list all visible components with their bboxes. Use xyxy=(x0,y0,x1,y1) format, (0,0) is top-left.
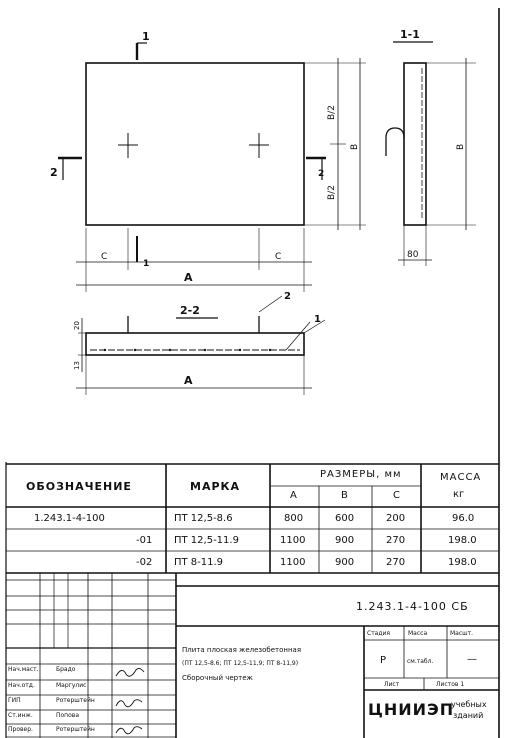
row-1-mark: ПТ 12,5-11.9 xyxy=(174,535,239,546)
doc-code: 1.243.1-4-100 СБ xyxy=(356,600,469,613)
row-1-a: 1100 xyxy=(280,535,306,546)
sheets-label: Листов 1 xyxy=(436,681,465,688)
stage-label: Стадия xyxy=(367,630,391,637)
title-line-3: Сборочный чертеж xyxy=(182,674,253,682)
cut-1-label: 1 xyxy=(142,30,150,43)
scale-label: Масшт. xyxy=(450,630,474,637)
mass-value: см.табл. xyxy=(407,658,434,665)
row-2-c: 270 xyxy=(386,557,406,568)
row-0-designation: 1.243.1-4-100 xyxy=(34,513,105,524)
sheet-label: Лист xyxy=(384,681,400,688)
signature-role-0: Нач.маст. xyxy=(8,666,39,673)
leader-line-1 xyxy=(285,321,311,351)
dim-b-label: B xyxy=(350,144,360,150)
leader-2-label: 2 xyxy=(284,291,291,302)
signature-name-3: Попова xyxy=(56,712,79,719)
row-2-mass: 198.0 xyxy=(448,557,477,568)
header-col-b: В xyxy=(341,490,348,501)
org-logo: ЦНИИЭП xyxy=(368,700,455,719)
row-1-designation: -01 xyxy=(136,535,153,546)
lifting-loop-mark-left xyxy=(118,133,138,158)
rebar-dots xyxy=(103,348,272,352)
signature-role-3: Ст.инж. xyxy=(8,712,33,719)
leader-line-2 xyxy=(258,295,283,313)
row-0-b: 600 xyxy=(335,513,355,524)
dim-c-right-label: C xyxy=(275,252,281,262)
row-2-mark: ПТ 8-11.9 xyxy=(174,557,224,568)
signature-name-0: Брадо xyxy=(56,666,76,673)
org-name-line-1: учебных xyxy=(451,700,487,709)
row-2-a: 1100 xyxy=(280,557,306,568)
dim-13-label: 13 xyxy=(73,361,81,370)
section-1-1-outline xyxy=(403,62,427,226)
leader-1-label: 1 xyxy=(314,314,321,325)
title-block-grid xyxy=(6,573,499,738)
signature-name-2: Ротерштейн xyxy=(56,697,95,704)
row-1-c: 270 xyxy=(386,535,406,546)
header-mass-unit: кг xyxy=(453,489,465,500)
dim-b-half-top-label: B/2 xyxy=(327,105,337,120)
lifting-loop-mark-right xyxy=(249,133,269,158)
dim-20-label: 20 xyxy=(73,321,81,330)
row-0-mass: 96.0 xyxy=(452,513,475,524)
dim-80-label: 80 xyxy=(407,250,419,260)
dim-a-plan-label: A xyxy=(184,271,193,284)
row-2-b: 900 xyxy=(335,557,355,568)
row-0-mark: ПТ 12,5-8.6 xyxy=(174,513,233,524)
plate-plan-outline xyxy=(85,62,305,226)
cut-2-right-label: 2 xyxy=(318,169,324,179)
header-sizes: РАЗМЕРЫ, мм xyxy=(320,469,402,480)
row-2-designation: -02 xyxy=(136,557,153,568)
signature-scribble-1 xyxy=(115,667,145,677)
signature-name-1: Маргулис xyxy=(56,682,87,689)
org-name-line-2: зданий xyxy=(453,711,484,720)
row-0-c: 200 xyxy=(386,513,406,524)
lifting-loop-section-1-1 xyxy=(385,127,405,156)
row-1-mass: 198.0 xyxy=(448,535,477,546)
cut-1-bottom-label: 1 xyxy=(143,259,149,269)
section-1-1-label: 1-1 xyxy=(400,28,420,41)
scale-value: — xyxy=(467,654,477,665)
signature-role-2: ГИП xyxy=(8,697,21,704)
mass-label: Масса xyxy=(408,630,428,637)
signature-scribble-2 xyxy=(115,699,143,708)
row-0-a: 800 xyxy=(284,513,304,524)
header-mark: МАРКА xyxy=(190,480,241,493)
header-designation: ОБОЗНАЧЕНИЕ xyxy=(26,480,132,493)
section-2-2-label: 2-2 xyxy=(180,304,200,317)
cut-2-left-label: 2 xyxy=(50,166,58,179)
stage-value: Р xyxy=(380,655,387,666)
dim-b-section-label: B xyxy=(456,144,466,150)
signature-name-4: Ротерштейн xyxy=(56,726,95,733)
header-col-a: А xyxy=(290,490,297,501)
dim-a-section-label: A xyxy=(184,374,193,387)
section-2-2-outline xyxy=(85,332,305,356)
header-mass: МАССА xyxy=(440,472,482,483)
dim-c-left-label: C xyxy=(101,252,107,262)
signature-scribble-3 xyxy=(115,726,143,735)
dim-b-half-bottom-label: B/2 xyxy=(327,185,337,200)
title-line-2: (ПТ 12,5-8.6; ПТ 12,5-11,9; ПТ 8-11,9) xyxy=(182,660,299,667)
signature-role-1: Нач.отд. xyxy=(8,682,35,689)
title-line-1: Плита плоская железобетонная xyxy=(182,646,302,654)
signature-role-4: Провер. xyxy=(8,726,33,733)
row-1-b: 900 xyxy=(335,535,355,546)
header-col-c: С xyxy=(393,490,400,501)
